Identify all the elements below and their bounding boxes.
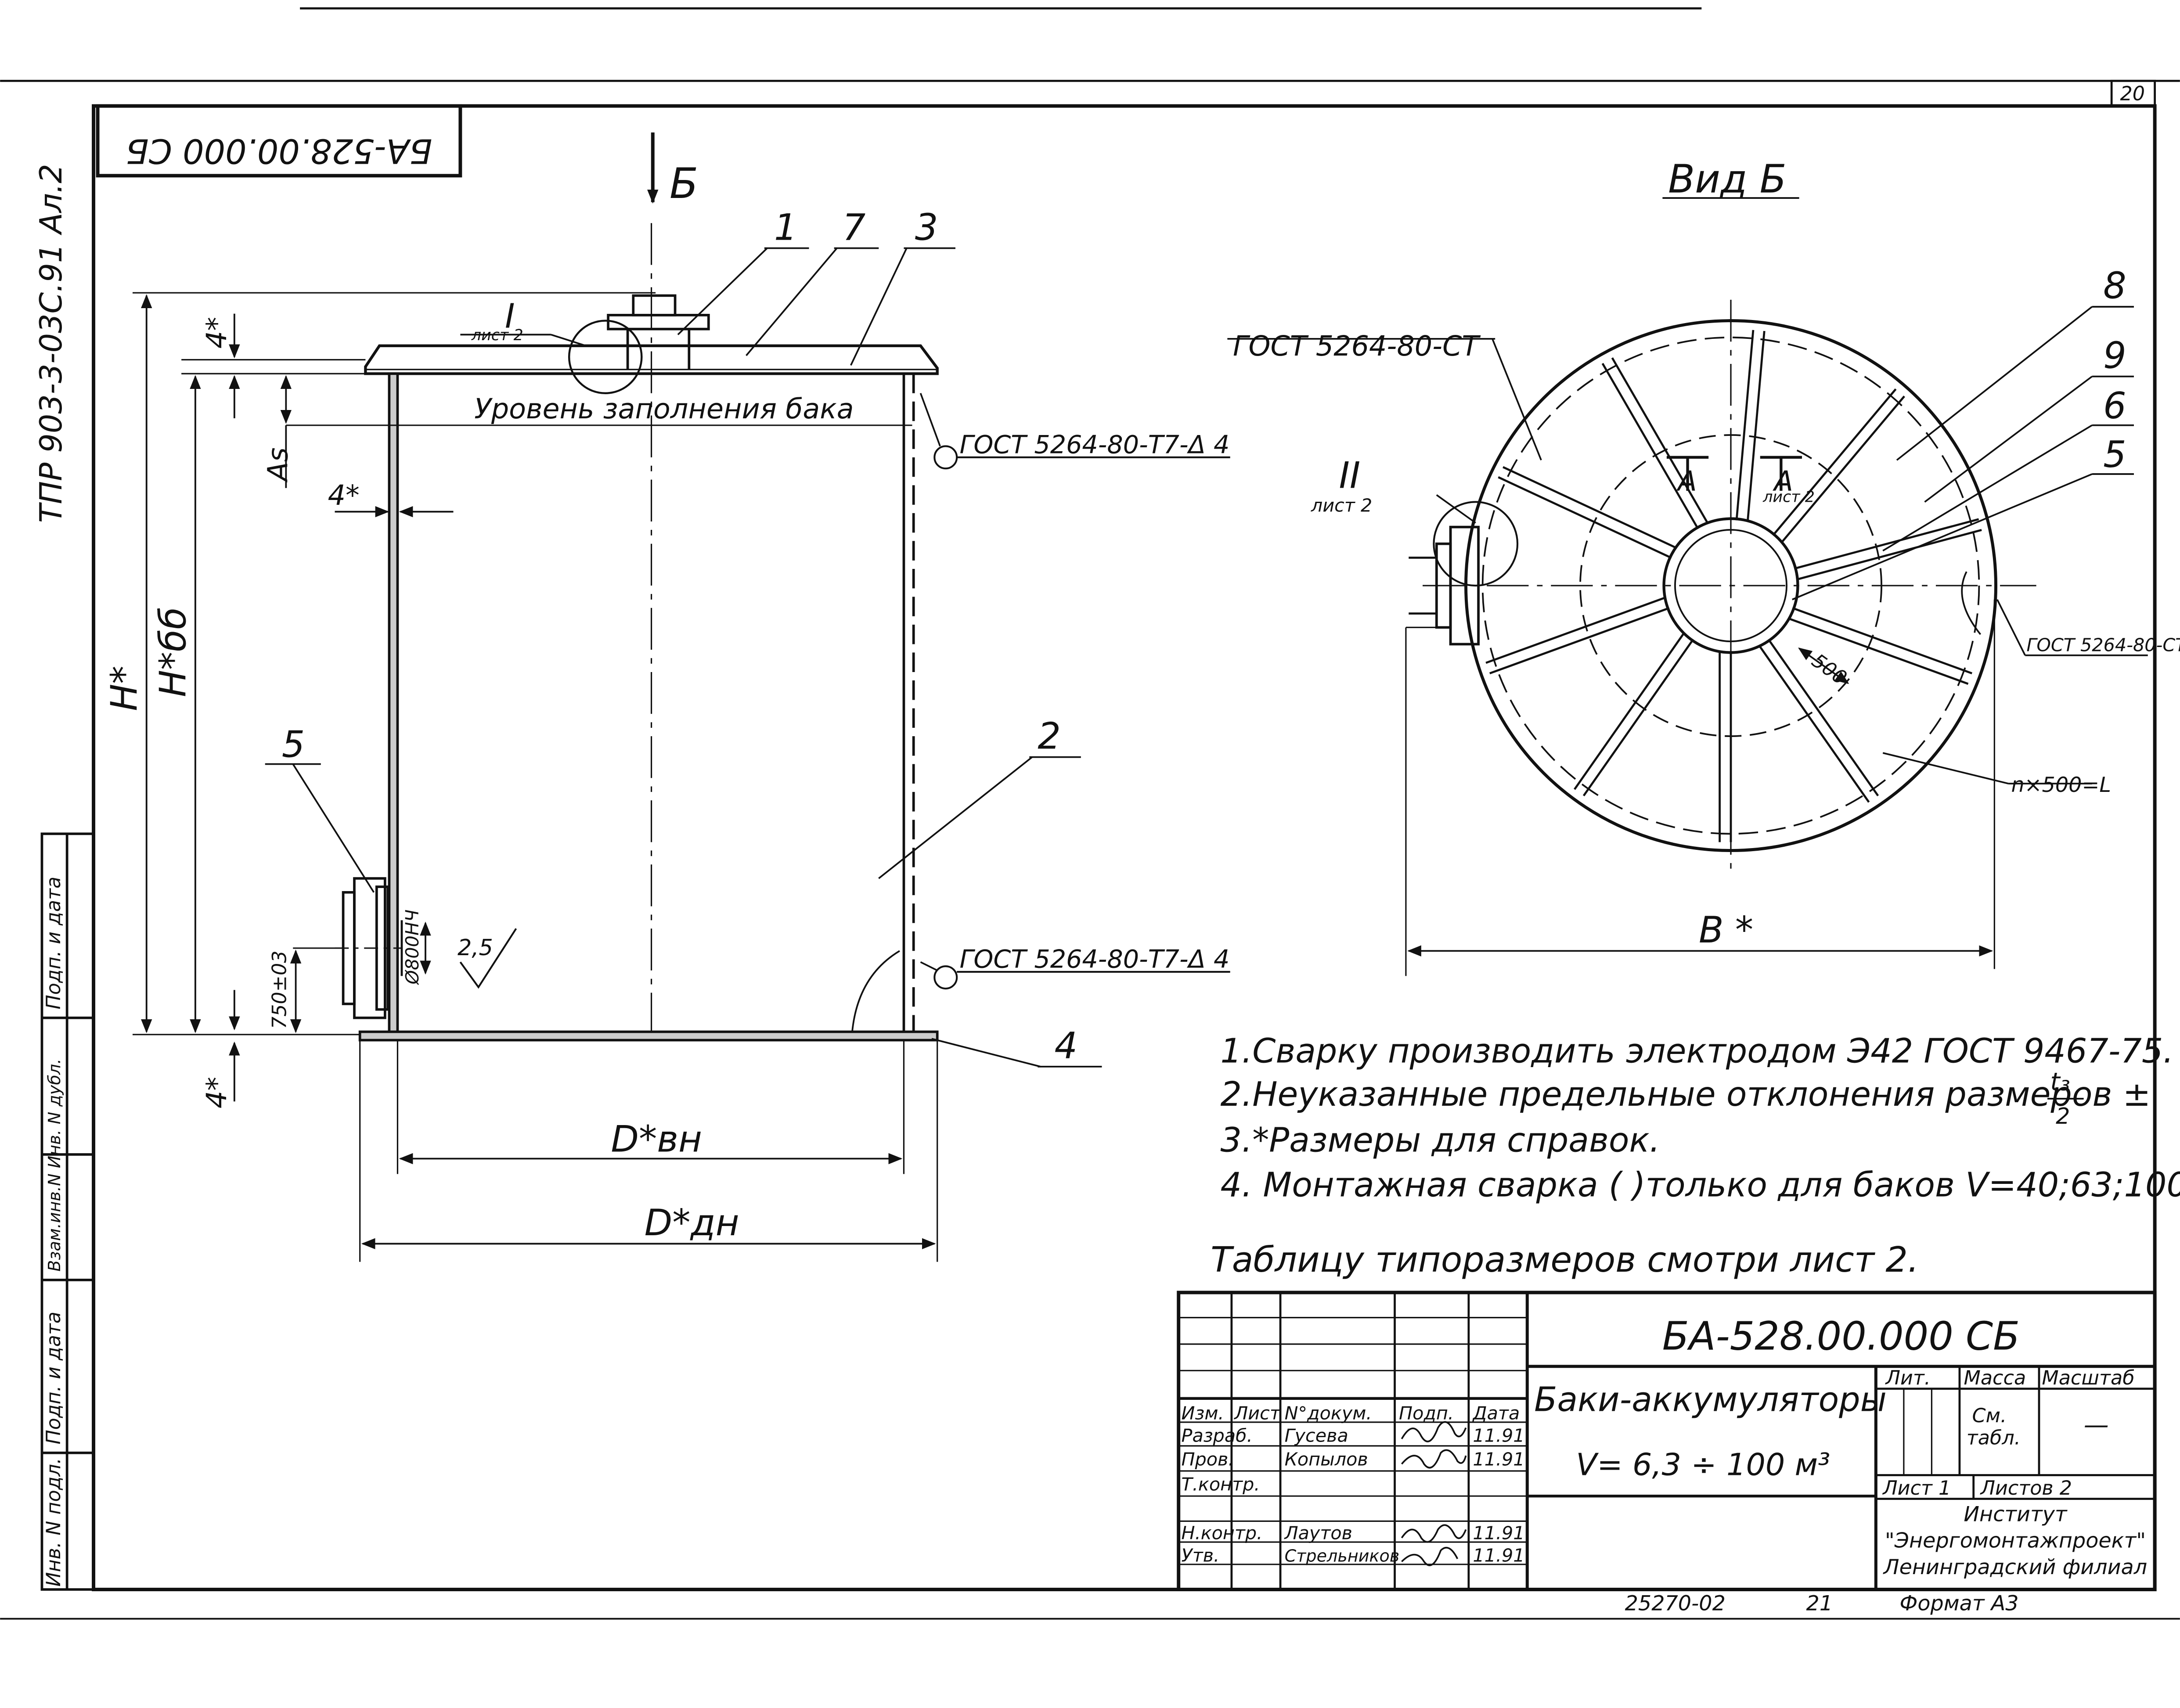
- mass-label: Масса: [1964, 1367, 2026, 1389]
- row-role-1: Разраб.: [1182, 1425, 1253, 1446]
- row-name-2: Копылов: [1285, 1449, 1368, 1470]
- row-date-2: 11.91: [1473, 1449, 1524, 1470]
- series-code: ТПР 903-3-03С.91 Ал.2: [33, 164, 69, 523]
- dim-nozzle-dia: Ø800НЧ: [402, 910, 423, 985]
- signature-scribbles: [1401, 1421, 1467, 1566]
- archive-number: 25270-02: [1625, 1592, 1726, 1616]
- rotated-stamp: БА-528.00.000 СБ: [96, 104, 462, 178]
- org-line-2: "Энергомонтажпроект": [1885, 1529, 2146, 1553]
- col-header-doc: N°докум.: [1285, 1403, 1372, 1424]
- front-view: [132, 132, 1230, 1262]
- callout-1: 1: [774, 206, 797, 248]
- detail-i-label: I: [505, 296, 515, 335]
- dim-dvn: D*вн: [611, 1118, 702, 1161]
- note-2-fraction-num: t₃: [2050, 1068, 2070, 1097]
- row-role-5: Н.контр.: [1182, 1523, 1263, 1544]
- col-header-izm: Изм.: [1182, 1403, 1224, 1424]
- page-number: 20: [2120, 83, 2145, 105]
- weld-label-bottom: ГОСТ 5264-80-Т7-Δ 4: [960, 945, 1230, 974]
- plan-callout-5: 5: [2103, 434, 2126, 476]
- row-name-6: Стрельников: [1285, 1546, 1400, 1565]
- weld-label-top: ГОСТ 5264-80-Т7-Δ 4: [960, 430, 1230, 459]
- strip-cell-2: Взам.инв.N Инв. N дубл.: [45, 1059, 64, 1272]
- mass-value-1: См.: [1972, 1405, 2007, 1427]
- callout-5: 5: [282, 724, 305, 766]
- fill-level-label: Уровень заполнения бака: [474, 392, 854, 425]
- plan-callout-8: 8: [2103, 265, 2126, 307]
- title-block: [1177, 1291, 2157, 1591]
- row-role-6: Утв.: [1182, 1545, 1220, 1566]
- roughness-value: 2,5: [458, 935, 493, 960]
- org-line-3: Ленинградский филиал: [1883, 1555, 2147, 1579]
- col-header-date: Дата: [1472, 1403, 1520, 1424]
- note-2: 2.Неуказанные предельные отклонения разм…: [1220, 1075, 2151, 1114]
- sheet-label: Лист 1: [1882, 1477, 1951, 1499]
- note-2-fraction-den: 2: [2056, 1103, 2070, 1129]
- callout-7: 7: [843, 206, 866, 248]
- dim-as: As: [262, 447, 294, 483]
- plan-weld-right: ГОСТ 5264-80-СТ: [2026, 634, 2180, 655]
- plan-view-title: Вид Б: [1668, 156, 1787, 201]
- section-a-left: А: [1676, 465, 1697, 497]
- section-marker-b: Б: [670, 160, 698, 208]
- row-name-5: Лаутов: [1284, 1523, 1352, 1544]
- strip-cell-3: Подп. и дата: [43, 1312, 65, 1445]
- plan-detail-ii-ref: лист 2: [1311, 495, 1372, 516]
- row-role-3: Т.контр.: [1182, 1474, 1260, 1495]
- note-1: 1.Сварку производить электродом Э42 ГОСТ…: [1220, 1031, 2173, 1070]
- archive-sub: 21: [1806, 1592, 1833, 1616]
- row-date-1: 11.91: [1473, 1425, 1524, 1446]
- detail-i-ref: лист 2: [471, 327, 523, 344]
- dim-top: 4*: [200, 317, 233, 349]
- scale-label: Масштаб: [2042, 1367, 2134, 1389]
- plan-view: [1227, 197, 2148, 976]
- dim-nl: n×500=L: [2011, 773, 2111, 797]
- row-date-6: 11.91: [1473, 1545, 1524, 1566]
- plan-detail-ii-label: II: [1339, 455, 1360, 497]
- left-signature-strip: [40, 832, 95, 1591]
- title-line-1: Баки-аккумуляторы: [1534, 1380, 1887, 1419]
- sheet-frame: [0, 7, 2180, 1620]
- title-line-2: V= 6,3 ÷ 100 м³: [1576, 1447, 1830, 1483]
- strip-cell-1: Подп. и дата: [43, 877, 65, 1010]
- scale-value: —: [2084, 1410, 2109, 1439]
- dim-nozzle-height: 750±03: [268, 950, 291, 1029]
- col-header-list: Лист: [1233, 1403, 1281, 1424]
- section-a-right: А: [1772, 465, 1793, 497]
- row-date-5: 11.91: [1473, 1523, 1524, 1544]
- sheets-label: Листов 2: [1980, 1477, 2072, 1499]
- col-header-sign: Подп.: [1399, 1403, 1454, 1424]
- dim-bottom: 4*: [200, 1077, 233, 1108]
- title-doc-code: БА-528.00.000 СБ: [1662, 1313, 2020, 1359]
- plan-weld-label: ГОСТ 5264-80-СТ: [1233, 330, 1481, 362]
- note-3: 3.*Размеры для справок.: [1220, 1121, 1660, 1160]
- callout-4: 4: [1055, 1025, 1078, 1067]
- table-reference: Таблицу типоразмеров смотри лист 2.: [1211, 1239, 1919, 1280]
- dim-hbb: H*бб: [152, 607, 195, 697]
- section-a-ref: лист 2: [1762, 488, 1815, 506]
- lit-label: Лит.: [1885, 1367, 1931, 1389]
- callout-3: 3: [915, 206, 938, 248]
- format-label: Формат А3: [1899, 1592, 2018, 1616]
- dim-b: В *: [1699, 909, 1753, 951]
- plan-callout-9: 9: [2103, 335, 2126, 377]
- plan-callout-6: 6: [2103, 385, 2126, 427]
- row-role-2: Пров.: [1182, 1449, 1234, 1470]
- callout-2: 2: [1038, 716, 1061, 758]
- row-name-1: Гусева: [1285, 1425, 1348, 1446]
- dim-ddn: D*дн: [645, 1202, 739, 1244]
- org-line-1: Институт: [1964, 1502, 2068, 1526]
- strip-cell-4: Инв. N подл.: [43, 1458, 65, 1587]
- dim-wall: 4*: [328, 479, 360, 511]
- dim-h: H*: [103, 666, 145, 711]
- stamp-code: БА-528.00.000 СБ: [126, 132, 432, 171]
- mass-value-2: табл.: [1967, 1427, 2021, 1449]
- note-4: 4. Монтажная сварка ( )только для баков …: [1220, 1165, 2180, 1204]
